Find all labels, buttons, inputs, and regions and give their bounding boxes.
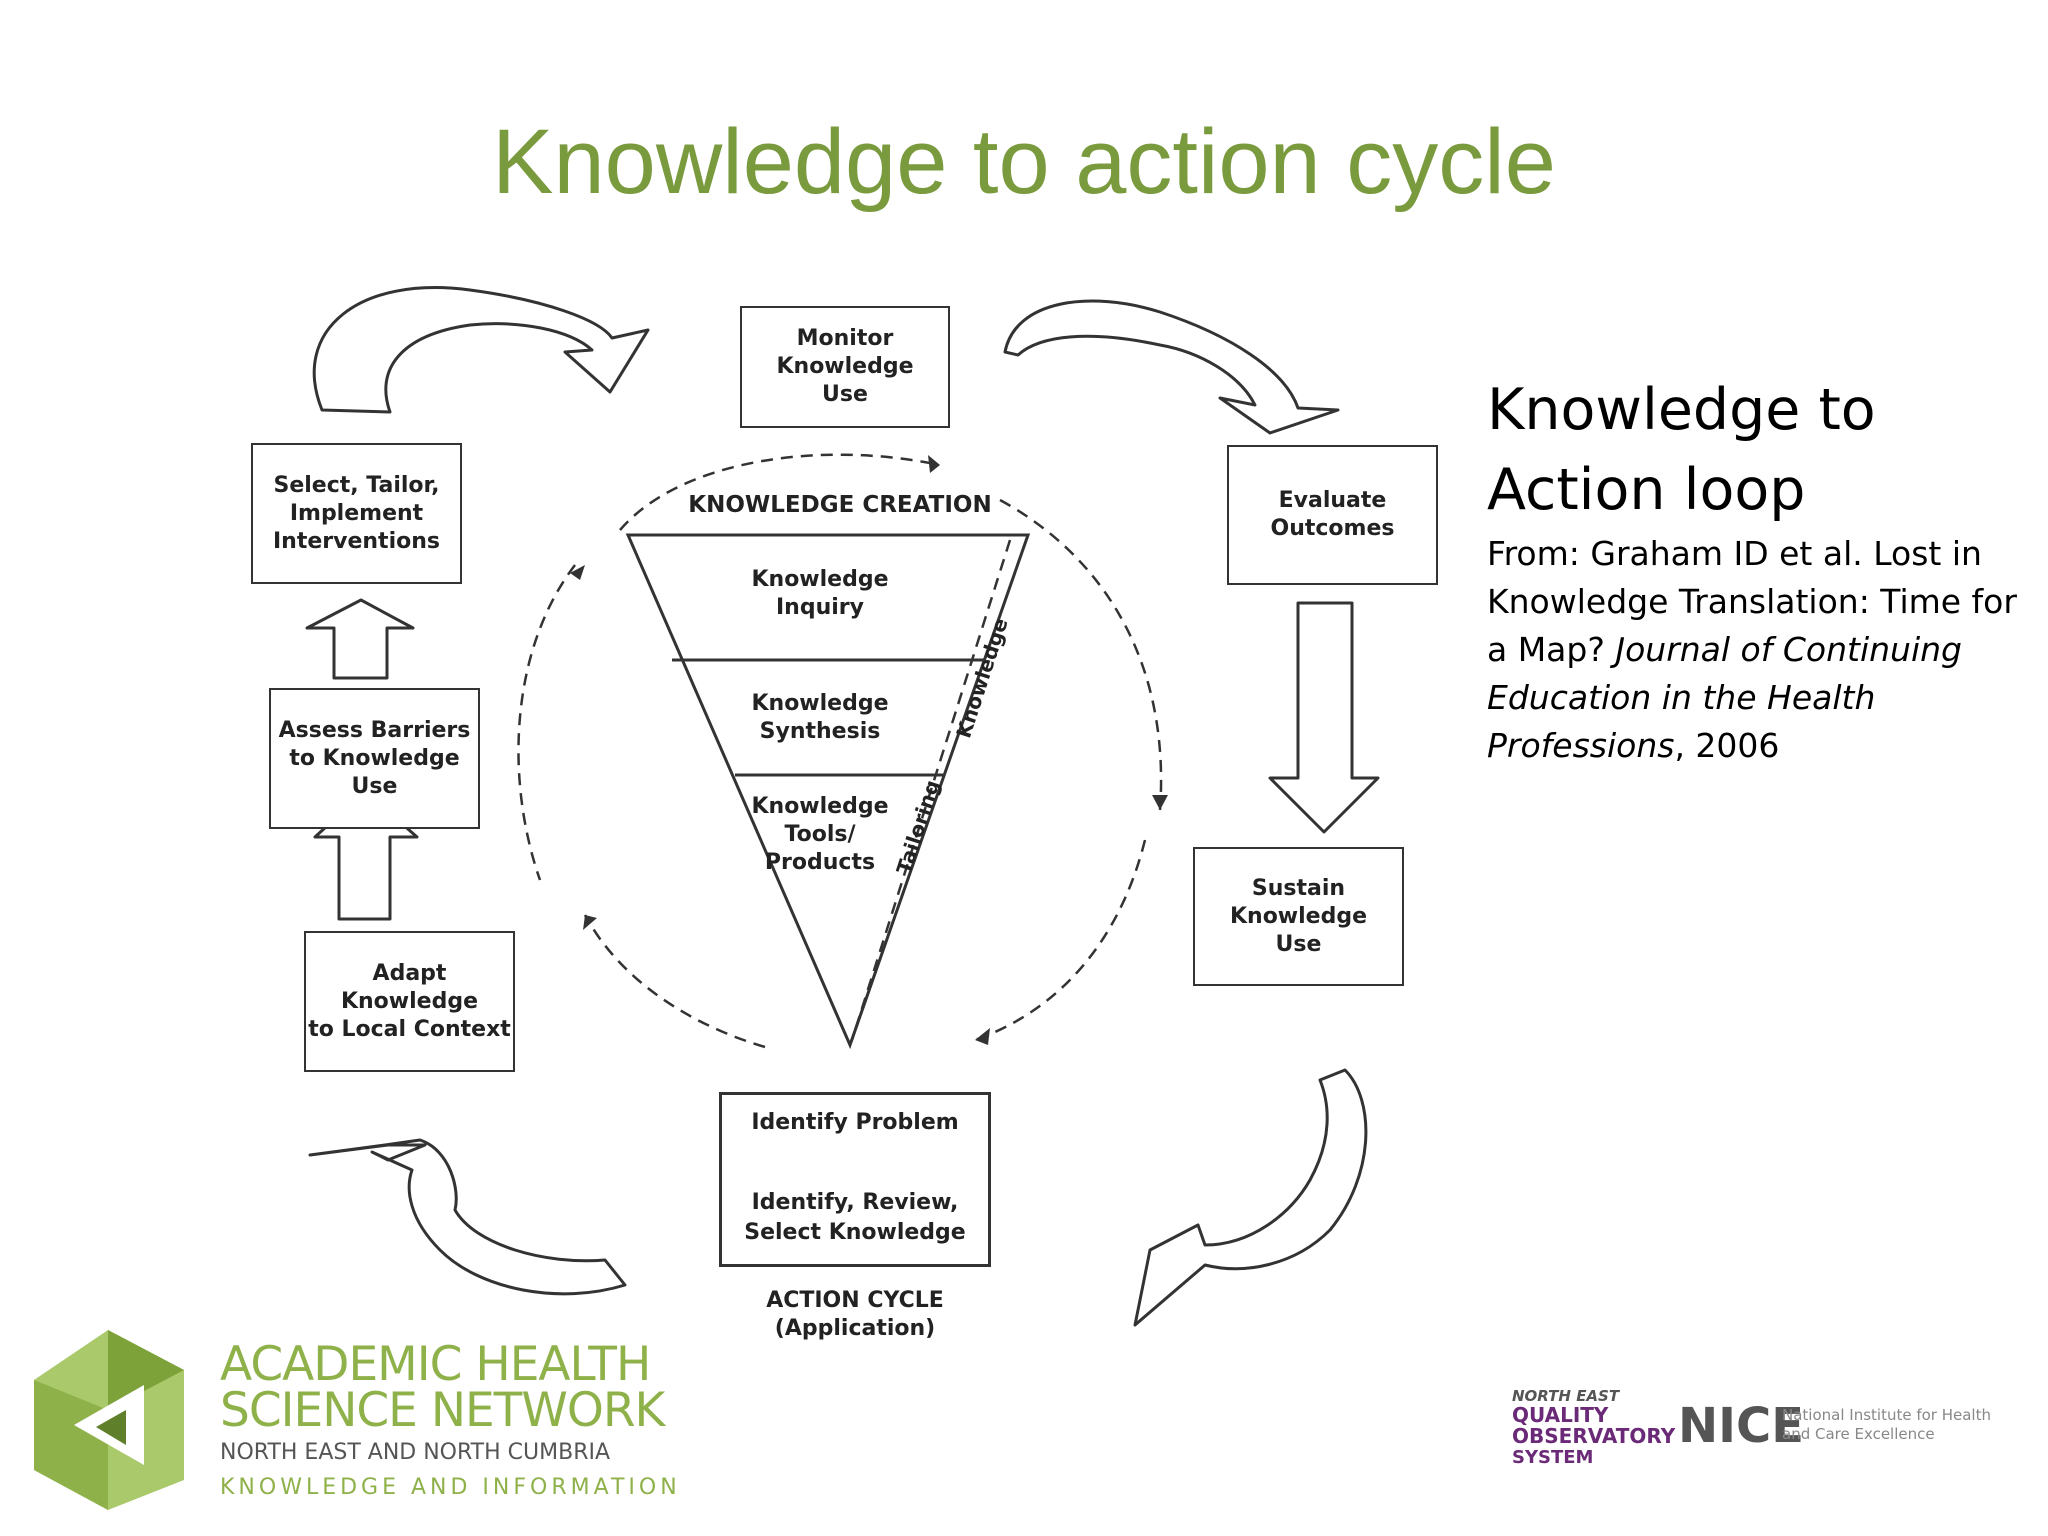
knowledge-funnel <box>625 533 1031 1050</box>
qos-line1: NORTH EAST <box>1512 1387 1620 1405</box>
ahsn-line1: ACADEMIC HEALTH <box>220 1337 651 1392</box>
identify-problem-label: Identify Problem <box>751 1110 959 1135</box>
curved-arrow-top-right <box>1003 299 1340 435</box>
knowledge-creation-label: KNOWLEDGE CREATION <box>688 492 992 518</box>
action-cycle-label: ACTION CYCLE (Application) <box>766 1288 944 1341</box>
knowledge-tools-label: Knowledge Tools/ Products <box>751 794 889 875</box>
citation-journal: Journal of Continuing Education in the H… <box>1487 630 1962 765</box>
dashed-cycle-left <box>517 564 576 881</box>
citation: From: Graham ID et al. Lost in Knowledge… <box>1487 530 2017 770</box>
dashed-cycle-top <box>619 453 941 531</box>
qos-line4: SYSTEM <box>1512 1447 1594 1468</box>
knowledge-inquiry-label: Knowledge Inquiry <box>751 567 889 620</box>
side-text: Knowledge to Action loop From: Graham ID… <box>1487 370 2017 770</box>
monitor-knowledge-use-box: Monitor Knowledge Use <box>740 306 950 428</box>
side-heading: Knowledge to Action loop <box>1487 377 1876 523</box>
nice-subtitle: National Institute for Health and Care E… <box>1782 1406 1991 1443</box>
dashed-cycle-right <box>999 498 1163 811</box>
ahsn-line4: KNOWLEDGE AND INFORMATION <box>220 1475 681 1500</box>
dashed-cycle-lower-right <box>974 839 1147 1042</box>
ahsn-line2: SCIENCE NETWORK <box>220 1383 665 1438</box>
nice-logo: NICE National Institute for Health and C… <box>1678 1398 1991 1454</box>
knowledge-synthesis-label: Knowledge Synthesis <box>751 691 889 744</box>
curved-arrow-bottom-left <box>308 1138 627 1296</box>
citation-year: , 2006 <box>1674 726 1780 765</box>
ahsn-logo-icon <box>34 1330 184 1510</box>
assess-barriers-box: Assess Barriers to Knowledge Use <box>269 688 480 829</box>
sustain-knowledge-use-box: Sustain Knowledge Use <box>1193 847 1404 986</box>
evaluate-outcomes-box: Evaluate Outcomes <box>1227 445 1438 585</box>
citation-prefix: From: Graham ID et al. Lost in Knowledge… <box>1487 534 2017 669</box>
down-arrow-right <box>1268 601 1380 834</box>
ahsn-line3: NORTH EAST AND NORTH CUMBRIA <box>220 1440 611 1465</box>
nice-name: NICE <box>1678 1398 1805 1454</box>
qos-line2: QUALITY <box>1512 1403 1609 1427</box>
up-arrow-left-upper <box>305 598 415 680</box>
adapt-knowledge-box: Adapt Knowledge to Local Context <box>304 931 515 1072</box>
slide-title: Knowledge to action cycle <box>492 111 1556 213</box>
curved-arrow-bottom-right <box>1133 1068 1368 1327</box>
qos-line3: OBSERVATORY <box>1512 1424 1676 1448</box>
select-tailor-box: Select, Tailor, Implement Interventions <box>251 443 462 584</box>
identify-review-label: Identify, Review, Select Knowledge <box>744 1190 966 1245</box>
dashed-cycle-lower-left <box>583 914 766 1049</box>
identify-box <box>719 1092 991 1267</box>
curved-arrow-top-left <box>312 286 650 414</box>
qos-logo: NORTH EAST QUALITY OBSERVATORY SYSTEM <box>1512 1387 1675 1468</box>
ahsn-text: ACADEMIC HEALTH SCIENCE NETWORK NORTH EA… <box>220 1337 681 1500</box>
